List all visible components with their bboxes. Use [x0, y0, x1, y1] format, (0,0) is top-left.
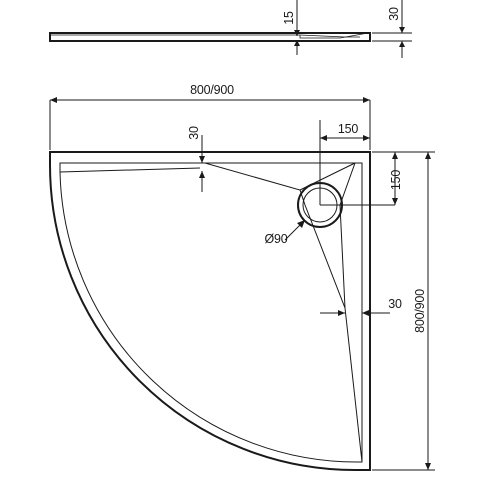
dim-drain-offset-x: 150: [338, 122, 359, 136]
arrow-right-icon: [338, 310, 345, 316]
arrow-right-icon: [363, 135, 370, 141]
slope-channel-right: [355, 162, 363, 462]
arrow-left-icon: [320, 135, 327, 141]
top-plan-view: [49, 97, 435, 471]
dim-depth: 800/900: [413, 289, 427, 333]
dim-slope-drop: 30: [187, 126, 201, 140]
slope-channel-inner: [339, 162, 356, 309]
profile-slope: [299, 32, 369, 39]
arrow-down-icon: [294, 30, 300, 36]
arrow-down-icon: [392, 198, 398, 205]
arrow-up-icon: [392, 152, 398, 159]
arrow-down-icon: [399, 27, 405, 33]
dim-width: 800/900: [190, 83, 234, 97]
dim-profile-height: 15: [282, 11, 296, 25]
arrow-icon: [297, 220, 305, 228]
arrow-up-icon: [425, 152, 431, 159]
arrow-right-icon: [363, 97, 370, 103]
tray-outer-outline: [49, 151, 371, 471]
profile-outline: [49, 32, 371, 42]
dim-rim-height: 30: [387, 7, 401, 21]
dim-depth-offset: 30: [388, 297, 402, 311]
arrow-left-icon: [362, 310, 369, 316]
arrow-left-icon: [50, 97, 57, 103]
arrow-down-icon: [199, 156, 205, 163]
arrow-up-icon: [199, 171, 205, 178]
dim-drain-diameter: Ø90: [264, 232, 287, 246]
tray-inner-basin: [59, 162, 363, 463]
dim-drain-offset-y: 150: [389, 170, 403, 191]
profile-top-line: [50, 34, 360, 38]
side-profile-view: [49, 0, 412, 58]
arrow-down-icon: [425, 463, 431, 470]
arrow-up-icon: [294, 40, 300, 46]
slope-line: [59, 167, 201, 173]
arrow-up-icon: [399, 41, 405, 47]
